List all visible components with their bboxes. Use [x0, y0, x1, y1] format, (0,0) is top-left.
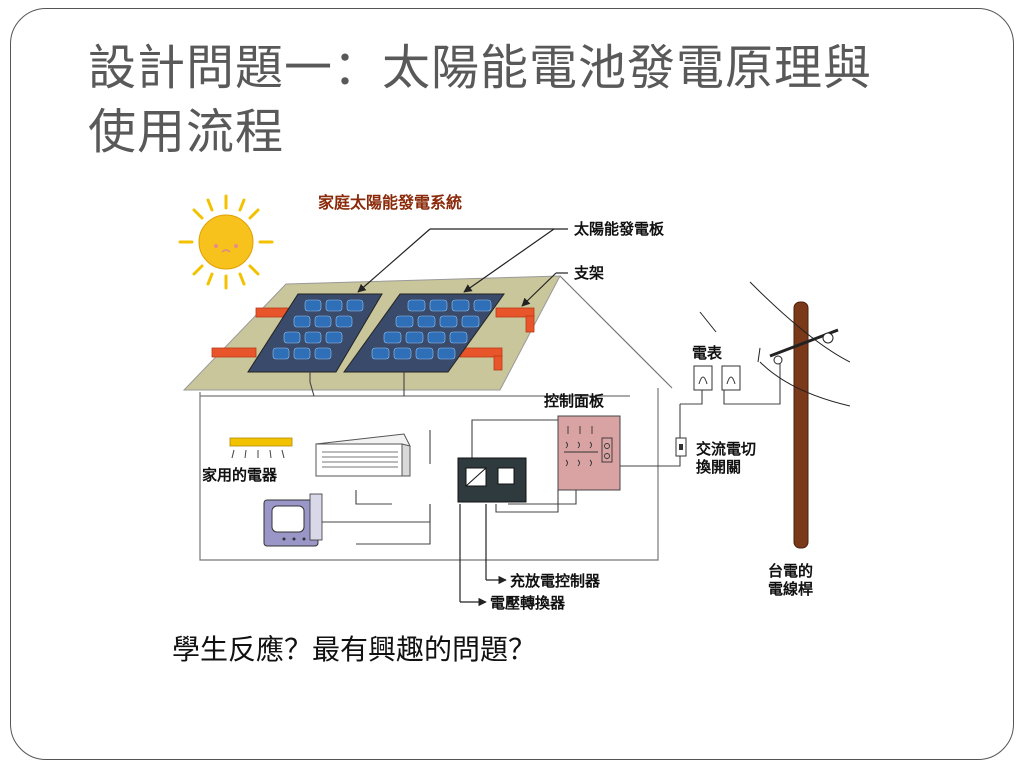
label-inverter: 電壓轉換器: [490, 594, 566, 612]
bracket-rails: [211, 307, 535, 371]
utility-pole-icon: [699, 281, 850, 549]
controller-arrows: [459, 504, 507, 607]
label-meter: 電表: [692, 344, 723, 362]
slide-caption: 學生反應？最有興趣的問題？: [172, 633, 537, 666]
label-solar-panel: 太陽能發電板: [574, 220, 665, 238]
label-charge-controller: 充放電控制器: [510, 572, 601, 590]
bracket-arrow: [521, 272, 568, 307]
label-bracket: 支架: [573, 264, 604, 282]
solar-system-diagram: 家庭太陽能發電系統: [178, 193, 850, 612]
label-appliances: 家用的電器: [202, 466, 278, 484]
label-pole-2: 電線桿: [768, 580, 813, 598]
television-icon: [263, 493, 323, 547]
solar-panel-right: [343, 293, 505, 373]
sun-icon: [178, 194, 274, 290]
label-ac-switch-1: 交流電切: [696, 440, 756, 458]
label-control-panel: 控制面板: [544, 392, 605, 410]
label-ac-switch-2: 換開關: [696, 458, 741, 476]
air-conditioner-icon: [315, 433, 411, 477]
solar-panel-left: [247, 293, 383, 373]
light-fixture-icon: [229, 437, 293, 459]
label-pole-1: 台電的: [768, 562, 813, 580]
meter-icon: [693, 365, 741, 391]
controller-inverter-unit: [457, 457, 527, 503]
slide-title: 設計問題一：太陽能電池發電原理與使用流程: [88, 40, 873, 160]
ac-switch-icon: [675, 437, 687, 457]
diagram-heading: 家庭太陽能發電系統: [318, 193, 462, 212]
control-panel-box: [557, 415, 621, 491]
slide-frame: [10, 8, 1014, 760]
house-outline: [199, 275, 673, 561]
wiring: [309, 362, 781, 545]
solar-panel-arrows: [357, 228, 568, 293]
